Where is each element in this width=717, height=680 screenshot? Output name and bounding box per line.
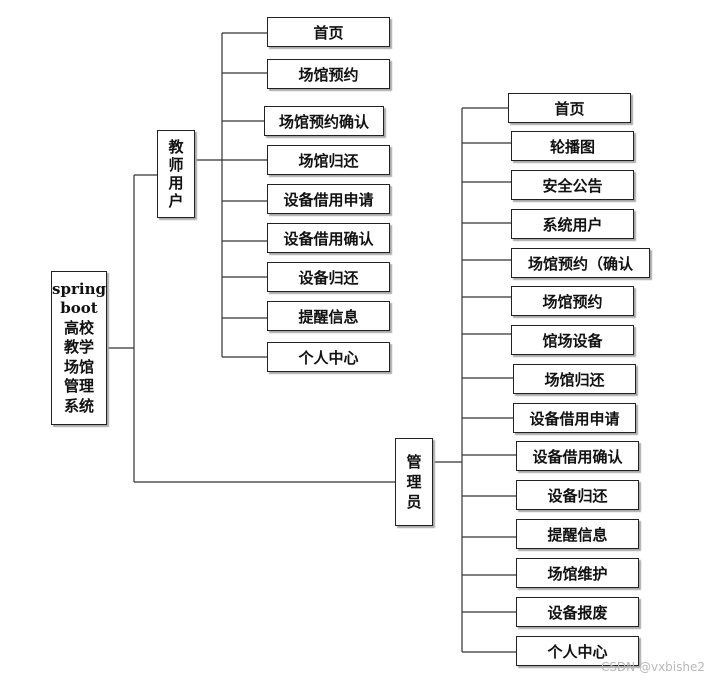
teacher-item: 设备借用确认 xyxy=(267,223,390,253)
teacher-role-node: 教 师 用 户 xyxy=(157,130,195,218)
teacher-item: 提醒信息 xyxy=(267,301,390,331)
admin-item: 馆场设备 xyxy=(511,325,634,355)
admin-label-char: 员 xyxy=(406,493,422,512)
admin-item: 系统用户 xyxy=(511,209,634,239)
root-line: 教学 xyxy=(63,338,94,357)
root-line: spring xyxy=(52,279,106,298)
root-node: spring boot 高校 教学 场馆 管理 系统 xyxy=(51,271,107,425)
admin-item: 场馆预约 xyxy=(511,286,634,316)
root-line: 系统 xyxy=(63,396,94,415)
admin-item: 设备借用申请 xyxy=(513,403,636,433)
admin-item: 提醒信息 xyxy=(516,519,639,549)
teacher-item: 场馆预约确认 xyxy=(264,106,384,136)
admin-item: 安全公告 xyxy=(511,170,634,200)
admin-item: 场馆维护 xyxy=(516,558,639,588)
teacher-item: 场馆归还 xyxy=(267,145,390,175)
admin-role-node: 管 理 员 xyxy=(395,438,433,526)
admin-item: 场馆预约（确认 xyxy=(511,248,650,278)
admin-label-char: 管 xyxy=(406,452,422,471)
teacher-label-char: 教 xyxy=(168,138,184,156)
teacher-label-char: 师 xyxy=(168,156,184,174)
admin-item: 轮播图 xyxy=(511,131,634,161)
admin-item: 设备借用确认 xyxy=(516,441,639,471)
root-line: 管理 xyxy=(63,377,94,396)
admin-item: 设备报废 xyxy=(516,597,639,627)
teacher-item: 设备归还 xyxy=(267,262,390,292)
admin-item: 场馆归还 xyxy=(513,364,636,394)
teacher-item: 场馆预约 xyxy=(267,59,390,89)
watermark: CSDN @vxbishe2 xyxy=(600,660,705,674)
teacher-label-char: 用 xyxy=(168,174,184,192)
root-line: 高校 xyxy=(63,318,94,337)
admin-item: 个人中心 xyxy=(516,636,639,666)
teacher-item: 首页 xyxy=(267,17,390,47)
admin-label-char: 理 xyxy=(406,472,422,491)
root-line: 场馆 xyxy=(63,357,94,376)
admin-item: 首页 xyxy=(508,93,631,123)
root-line: boot xyxy=(60,299,98,318)
admin-item: 设备归还 xyxy=(516,480,639,510)
teacher-item: 设备借用申请 xyxy=(267,184,390,214)
teacher-item: 个人中心 xyxy=(267,342,390,372)
teacher-label-char: 户 xyxy=(168,192,184,210)
